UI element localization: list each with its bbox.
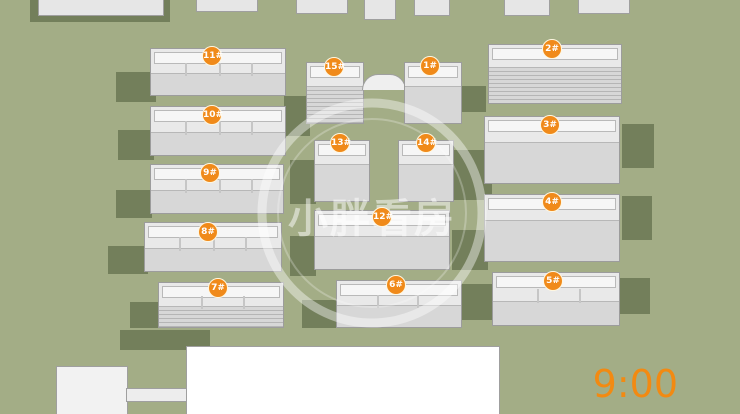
top-building-f <box>504 0 550 16</box>
shadow <box>622 124 654 168</box>
shadow <box>620 278 650 314</box>
top-building-d <box>364 0 396 20</box>
shadow <box>116 190 152 218</box>
top-building-g <box>578 0 630 14</box>
shadow <box>462 284 496 320</box>
label-building-7[interactable]: 7# <box>208 278 228 298</box>
shadow <box>118 130 154 160</box>
label-building-2[interactable]: 2# <box>542 39 562 59</box>
label-building-3[interactable]: 3# <box>540 115 560 135</box>
top-building-c <box>296 0 348 14</box>
label-building-12[interactable]: 12# <box>372 207 393 227</box>
shadow <box>108 246 148 274</box>
label-building-4[interactable]: 4# <box>542 192 562 212</box>
shadow <box>622 196 652 240</box>
shadow <box>116 72 156 102</box>
top-building-b <box>196 0 258 12</box>
shadow <box>290 160 316 204</box>
top-building-e <box>414 0 450 16</box>
label-building-14[interactable]: 14# <box>416 133 437 153</box>
label-building-13[interactable]: 13# <box>330 133 351 153</box>
shadow <box>452 230 488 270</box>
label-building-11[interactable]: 11# <box>202 46 223 66</box>
bottom-building-large <box>186 346 500 414</box>
label-building-15[interactable]: 15# <box>324 57 345 77</box>
shadow <box>302 300 338 328</box>
label-building-9[interactable]: 9# <box>200 163 220 183</box>
shadow <box>290 236 316 276</box>
building-2[interactable] <box>488 44 622 104</box>
watermark-text: 小胖看房 <box>262 186 482 244</box>
label-building-6[interactable]: 6# <box>386 275 406 295</box>
top-building-a <box>38 0 164 16</box>
shadow <box>284 96 310 136</box>
building-14[interactable] <box>398 140 454 202</box>
label-building-8[interactable]: 8# <box>198 222 218 242</box>
label-building-5[interactable]: 5# <box>543 271 563 291</box>
label-building-10[interactable]: 10# <box>202 105 223 125</box>
shadow <box>120 330 210 350</box>
building-6[interactable] <box>336 280 462 328</box>
label-building-1[interactable]: 1# <box>420 56 440 76</box>
time-of-day-label: 9:00 <box>592 362 678 406</box>
